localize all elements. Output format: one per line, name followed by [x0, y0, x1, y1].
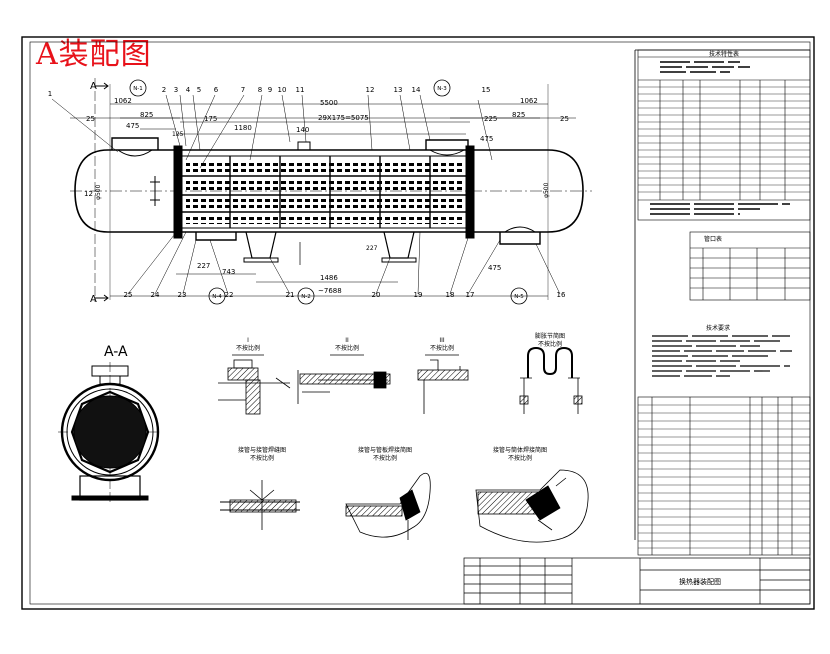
part-number: 12 — [366, 86, 375, 94]
part-number: 23 — [178, 291, 187, 299]
detail-7-title: 接管与筒体焊接简图 — [493, 446, 547, 454]
part-number: 2 — [162, 86, 166, 94]
part-number: 11 — [296, 86, 305, 94]
dim-dia-right: φ500 — [543, 182, 550, 198]
tech-req-title: 技术要求 — [706, 324, 730, 332]
dim-475-left: 475 — [126, 122, 139, 130]
part-number: 4 — [186, 86, 191, 94]
part-number: 25 — [124, 291, 133, 299]
dim-225: 225 — [484, 115, 497, 123]
part-number: 20 — [372, 291, 381, 299]
dim-743: 743 — [222, 268, 235, 276]
detail-3-note: 不按比例 — [430, 344, 454, 352]
dim-140: 140 — [296, 126, 309, 134]
dim-1180: 1180 — [234, 124, 252, 132]
spec-table-rows — [638, 61, 810, 215]
part-number: 10 — [278, 86, 287, 94]
part-numbers-bottom: 25 24 23 22 21 20 19 18 17 16 — [124, 291, 566, 299]
nozzle-n3: N-3 — [437, 86, 447, 92]
nozzle-table — [689, 231, 811, 301]
part-number: 3 — [174, 86, 178, 94]
detail-4-note: 不按比例 — [538, 340, 562, 348]
part-number: 18 — [446, 291, 455, 299]
detail-5-title: 接管与接管焊缝图 — [238, 446, 286, 454]
title-block — [463, 557, 811, 605]
detail-sketches — [218, 346, 589, 543]
dim-1062-right: 1062 — [520, 97, 538, 105]
detail-1-number: I — [247, 337, 249, 344]
part-number: 14 — [412, 86, 421, 94]
part-number: 1 — [48, 90, 52, 98]
part-number: 22 — [225, 291, 234, 299]
dim-1062-left: 1062 — [114, 97, 132, 105]
detail-1-note: 不按比例 — [236, 344, 260, 352]
nozzle-n4: N-4 — [212, 294, 222, 300]
detail-7-note: 不按比例 — [508, 454, 532, 462]
detail-3-number: III — [439, 337, 445, 344]
dim-125: 125 — [172, 131, 184, 138]
part-number: 15 — [482, 86, 491, 94]
part-number: 7 — [241, 86, 245, 94]
part-number: 17 — [466, 291, 475, 299]
detail-5-note: 不按比例 — [250, 454, 274, 462]
nozzle-n2: N-2 — [301, 294, 311, 300]
dim-25-right: 25 — [560, 115, 569, 123]
nozzle-markers — [129, 79, 528, 305]
nozzle-n1: N-1 — [133, 86, 143, 92]
drawing-title: 换热器装配图 — [679, 577, 721, 586]
part-number: 19 — [414, 291, 423, 299]
dim-825-left: 825 — [140, 111, 153, 119]
part-number: 13 — [394, 86, 403, 94]
parts-list-rows — [638, 404, 810, 549]
title-stamp: A装配图 — [36, 37, 152, 72]
dim-475-bottom: 475 — [488, 264, 501, 272]
parts-list — [637, 396, 811, 556]
dim-1486: 1486 — [320, 274, 338, 282]
part-number: 6 — [214, 86, 219, 94]
part-number: 9 — [268, 86, 272, 94]
section-marker-bottom: A — [90, 294, 97, 305]
outer-border — [21, 36, 815, 610]
part-number: 16 — [557, 291, 566, 299]
section-label: A-A — [104, 344, 128, 360]
dim-29x175: 29X175=5075 — [318, 114, 369, 122]
dim-227-right: 227 — [366, 245, 378, 252]
nozzle-n5: N-5 — [514, 294, 524, 300]
section-view — [58, 362, 162, 505]
tech-req-lines — [652, 335, 792, 377]
spec-table-title: 技术特性表 — [709, 50, 739, 58]
detail-6-title: 接管与管板焊接简图 — [358, 446, 412, 454]
dim-227-left: 227 — [197, 262, 210, 270]
dim-7688: ~7688 — [318, 287, 342, 295]
nozzle-table-title: 管口表 — [704, 235, 722, 243]
detail-2-note: 不按比例 — [335, 344, 359, 352]
detail-6-note: 不按比例 — [373, 454, 397, 462]
dim-5500: 5500 — [320, 99, 338, 107]
part-number: 21 — [286, 291, 295, 299]
part-number: 24 — [151, 291, 160, 299]
dim-dia-left: φ500 — [95, 184, 102, 200]
spec-table — [637, 49, 811, 221]
dim-825-right: 825 — [512, 111, 525, 119]
detail-2-number: II — [345, 337, 349, 344]
dim-175: 175 — [204, 115, 217, 123]
dim-12: 12 — [84, 190, 93, 198]
dim-25-left: 25 — [86, 115, 95, 123]
part-number: 5 — [197, 86, 201, 94]
part-numbers-top: 1 2 3 4 5 6 7 8 9 10 11 12 13 14 15 — [48, 86, 491, 98]
main-view — [51, 78, 592, 302]
main-view-labels: A A 1062 1062 825 825 475 175 125 25 25 … — [84, 81, 569, 305]
section-marker-top: A — [90, 81, 97, 92]
detail-4-title: 膨胀节简图 — [535, 332, 565, 340]
inner-border — [29, 41, 811, 605]
dim-475-right: 475 — [480, 135, 493, 143]
part-number: 8 — [258, 86, 262, 94]
